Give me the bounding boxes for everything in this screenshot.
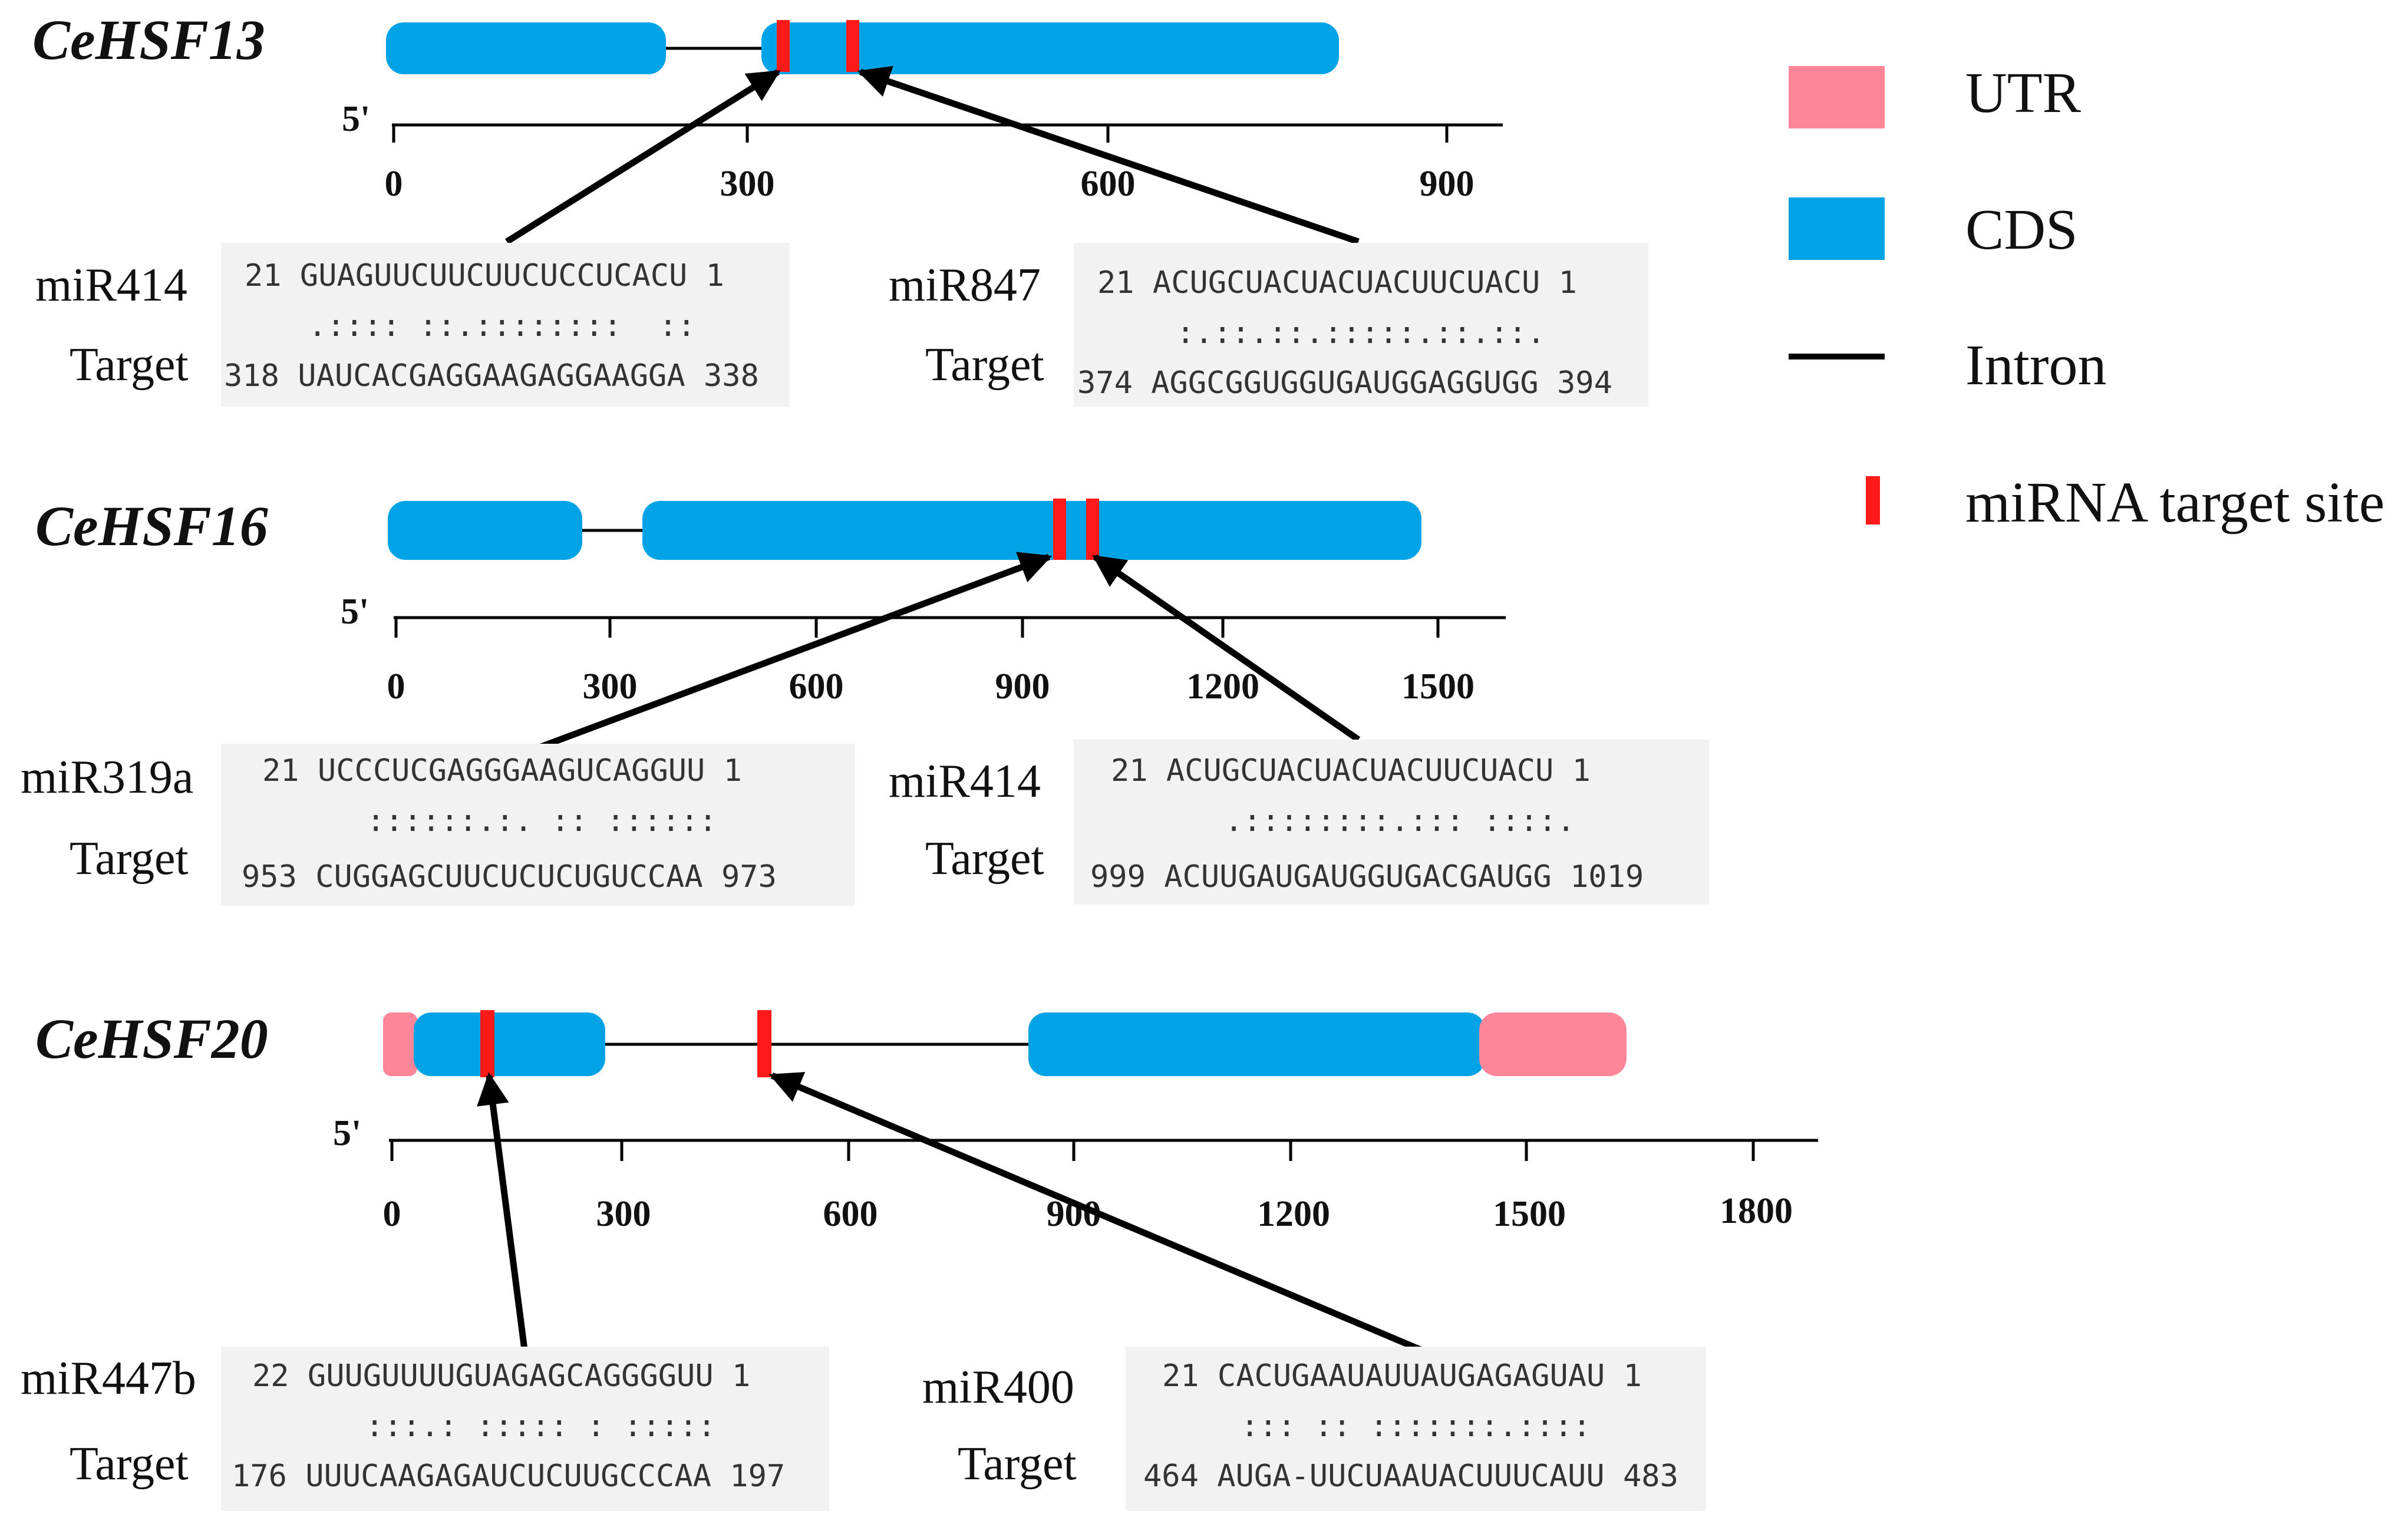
axis-tick-label: 1200 (1257, 1194, 1330, 1234)
legend-swatch-cds (1789, 197, 1885, 260)
axis-tick-label: 1500 (1493, 1194, 1566, 1234)
alignment-background (1074, 243, 1648, 407)
match-line: ::: :: :::::::.:::: (1241, 1409, 1591, 1444)
mirna-label: miR400 (922, 1361, 1074, 1413)
alignment-background (221, 1347, 829, 1514)
gene-title: CeHSF20 (35, 1007, 268, 1070)
alignment-box: miR400 Target 21 CACUGAAUAUUAUGAGAGUAU 1… (922, 1347, 1706, 1514)
cds-exon (1028, 1012, 1485, 1076)
axis-tick-label: 600 (1081, 164, 1136, 204)
target-site-marker (777, 20, 790, 72)
mirna-sequence: 22 GUUGUUUUGUAGAGCAGGGGUU 1 (252, 1358, 750, 1394)
legend-label-cds: CDS (1965, 198, 2078, 262)
axis-tick-label: 1200 (1186, 667, 1259, 707)
mirna-label: miR414 (35, 259, 187, 311)
axis-tick-label: 900 (995, 667, 1050, 707)
cds-exon (761, 22, 1339, 74)
legend: UTR CDS Intron miRNA target site (1789, 61, 2384, 535)
alignment-background (221, 243, 790, 407)
target-label: Target (70, 833, 189, 885)
gene-panel-cehsf13: CeHSF13 5' 0 300 600 900 miR414 Target 2… (32, 8, 1648, 407)
target-sequence: 953 CUGGAGCUUCUCUCUGUCCAA 973 (242, 859, 777, 895)
alignment-background (1074, 740, 1709, 905)
gene-panel-cehsf16: CeHSF16 5' 0 300 600 900 1200 1500 miR31… (21, 494, 1709, 906)
axis-tick-label: 0 (383, 1194, 401, 1234)
match-line: .::::::::.::: ::::. (1225, 803, 1575, 839)
axis-tick-label: 900 (1420, 164, 1475, 204)
mirna-sequence: 21 ACUGCUACUACUACUUCUACU 1 (1097, 265, 1577, 301)
legend-swatch-utr (1789, 66, 1885, 128)
mirna-sequence: 21 ACUGCUACUACUACUUCUACU 1 (1111, 753, 1591, 789)
target-site-marker (1053, 499, 1066, 560)
mirna-sequence: 21 GUAGUUCUUCUUCUCCUCACU 1 (245, 258, 724, 293)
mirna-label: miR414 (889, 756, 1041, 807)
axis-tick-label: 0 (385, 164, 403, 204)
target-arrow (535, 552, 1053, 752)
match-line: :.::.::.:::::.::.::. (1176, 315, 1545, 351)
five-prime-label: 5' (333, 1113, 361, 1153)
target-label: Target (958, 1438, 1077, 1490)
gene-title: CeHSF13 (32, 8, 265, 71)
target-arrow (505, 69, 781, 245)
alignment-box: miR414 Target 21 ACUGCUACUACUACUUCUACU 1… (889, 740, 1709, 905)
target-label: Target (70, 1438, 189, 1490)
target-site-marker (757, 1010, 771, 1077)
axis-tick-label: 300 (583, 667, 638, 707)
axis-tick-label: 300 (596, 1194, 651, 1234)
target-arrow (477, 1072, 528, 1350)
axis-tick-label: 1800 (1720, 1191, 1793, 1231)
match-line: :::.: ::::: : ::::: (365, 1409, 716, 1444)
target-sequence: 999 ACUUGAUGAUGGUGACGAUGG 1019 (1090, 859, 1644, 895)
axis-tick-label: 600 (789, 667, 844, 707)
axis-tick-label: 300 (720, 164, 775, 204)
mirna-label: miR847 (889, 259, 1041, 311)
alignment-background (221, 744, 855, 906)
target-site-marker (1086, 499, 1099, 560)
legend-label-intron: Intron (1965, 334, 2107, 397)
match-line: ::::::.:. :: :::::: (367, 803, 717, 839)
cds-exon (388, 501, 582, 560)
alignment-box: miR319a Target 21 UCCCUCGAGGGAAGUCAGGUU … (21, 744, 855, 906)
match-line: .:::: ::.:::::::: :: (308, 308, 695, 344)
alignment-box: miR414 Target 21 GUAGUUCUUCUUCUCCUCACU 1… (35, 243, 790, 407)
cds-exon (414, 1012, 605, 1076)
target-sequence: 374 AGGCGGUGGUGAUGGAGGUGG 394 (1077, 365, 1612, 401)
target-arrow (857, 65, 1360, 245)
axis-tick-label: 1500 (1401, 667, 1475, 707)
mirna-label: miR447b (21, 1353, 196, 1404)
target-label: Target (925, 833, 1044, 885)
axis-tick-label: 0 (387, 667, 405, 707)
legend-swatch-target-site (1866, 476, 1880, 525)
axis-tick-label: 600 (823, 1194, 878, 1234)
legend-label-target-site: miRNA target site (1965, 471, 2384, 535)
target-site-marker (846, 20, 859, 72)
target-label: Target (70, 339, 189, 391)
five-prime-label: 5' (341, 592, 369, 632)
alignment-box: miR447b Target 22 GUUGUUUUGUAGAGCAGGGGUU… (21, 1347, 829, 1514)
cds-exon (642, 501, 1421, 560)
legend-label-utr: UTR (1965, 61, 2082, 125)
alignment-background (1126, 1347, 1706, 1514)
target-sequence: 318 UAUCACGAGGAAGAGGAAGGA 338 (224, 358, 759, 394)
target-site-marker (480, 1010, 494, 1077)
gene-title: CeHSF16 (35, 494, 268, 558)
mirna-label: miR319a (21, 751, 193, 803)
target-arrow (1092, 554, 1361, 743)
target-sequence: 176 UUUCAAGAGAUCUCUUGCCCAA 197 (232, 1459, 785, 1494)
mirna-sequence: 21 UCCCUCGAGGGAAGUCAGGUU 1 (262, 753, 742, 789)
target-sequence: 464 AUGA-UUCUAAUACUUUCAUU 483 (1143, 1459, 1678, 1494)
mirna-sequence: 21 CACUGAAUAUUAUGAGAGUAU 1 (1162, 1358, 1642, 1394)
utr-exon (383, 1012, 417, 1076)
cds-exon (386, 22, 666, 74)
gene-panel-cehsf20: CeHSF20 5' 0 300 600 900 1200 1500 1800 … (21, 1007, 1818, 1514)
utr-exon (1479, 1012, 1627, 1076)
target-label: Target (925, 339, 1044, 391)
five-prime-label: 5' (342, 99, 370, 139)
alignment-box: miR847 Target 21 ACUGCUACUACUACUUCUACU 1… (889, 243, 1648, 407)
target-arrow (768, 1071, 1422, 1353)
